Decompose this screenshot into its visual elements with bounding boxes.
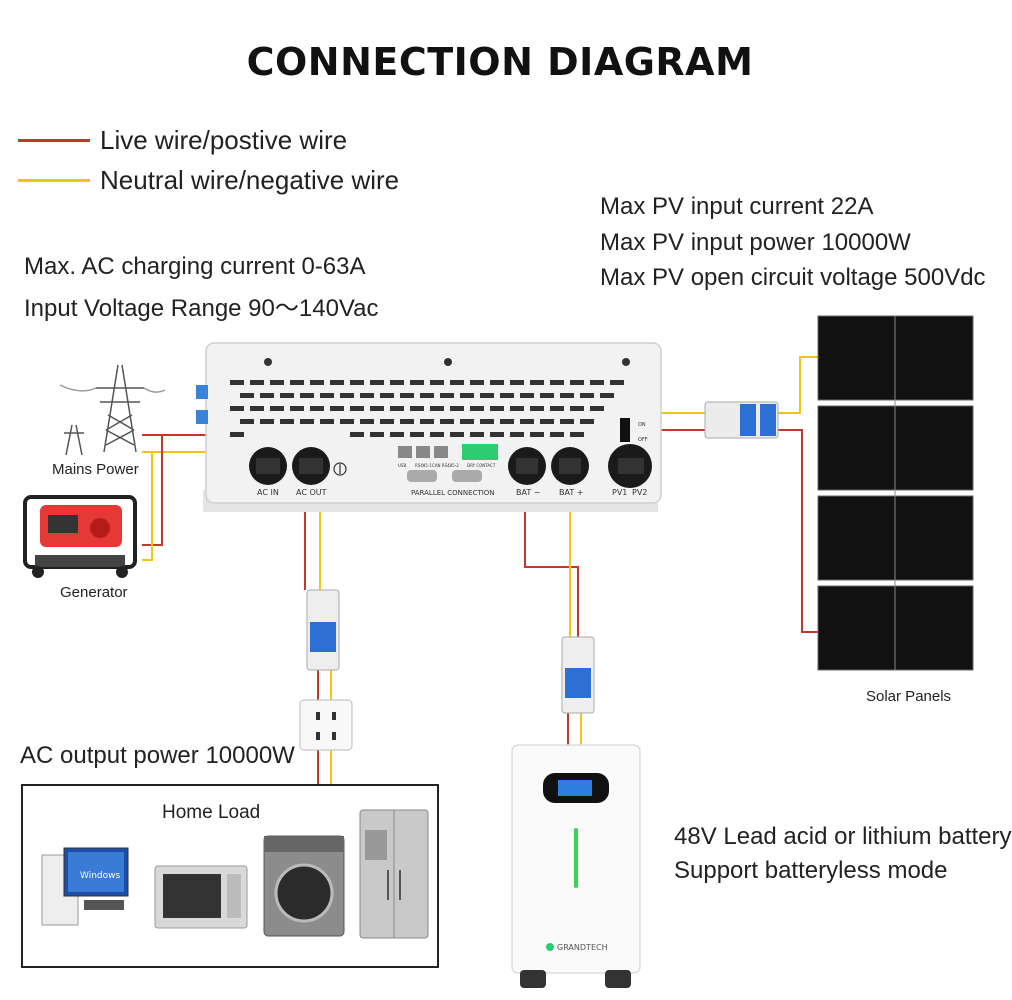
pv-switch-off: OFF (638, 437, 648, 443)
comm-port-can: CAN RS485-2 (432, 463, 459, 468)
wire-gen-neutral (142, 451, 153, 561)
home-load-label: Home Load (162, 802, 261, 823)
legend-neutral: Neutral wire/negative wire (18, 158, 399, 202)
inverter-vents (230, 380, 624, 437)
ac-spec-voltage: Input Voltage Range 90～140Vac (24, 295, 379, 322)
microwave-icon (154, 865, 248, 929)
parallel-connection-label: PARALLEL CONNECTION (411, 489, 495, 497)
ac-breaker-icon (306, 589, 340, 671)
ground-icon (333, 462, 347, 476)
legend-neutral-label: Neutral wire/negative wire (100, 164, 400, 195)
pv-switch: ON OFF (620, 418, 648, 443)
battery-logo-icon (546, 943, 554, 951)
battery-brand: GRANDTECH (557, 943, 608, 952)
solar-panels (817, 315, 974, 671)
generator-icon (23, 495, 137, 578)
pv-spec-current: Max PV input current 22A (600, 193, 874, 220)
port-bat-neg: BAT − (508, 447, 546, 497)
battery-text-line1: 48V Lead acid or lithium battery (674, 823, 1012, 850)
label-bat-pos: BAT + (559, 488, 583, 497)
battery-text-line2: Support batteryless mode (674, 857, 948, 884)
wire-pv-panel-2 (778, 429, 818, 633)
wire-bat-neg (524, 470, 579, 637)
label-ac-out: AC OUT (296, 488, 327, 497)
port-bat-pos: BAT + (551, 447, 589, 497)
generator-label: Generator (60, 584, 128, 601)
port-ac-out: AC OUT (292, 447, 330, 497)
computer-icon: Windows (41, 847, 129, 926)
refrigerator-icon (359, 809, 429, 939)
legend-live: Live wire/postive wire (18, 122, 399, 158)
washing-machine-icon (263, 835, 345, 937)
legend: Live wire/postive wire Neutral wire/nega… (18, 122, 399, 202)
comm-port-usb: USB (398, 463, 406, 468)
transmission-tower-icon (59, 364, 166, 456)
pv-spec-power: Max PV input power 10000W (600, 229, 911, 256)
port-ac-in: AC IN (249, 447, 287, 497)
pv-spec-voltage: Max PV open circuit voltage 500Vdc (600, 264, 986, 291)
label-ac-in: AC IN (257, 488, 279, 497)
inverter: AC IN AC OUT USB RS485-1 CAN RS485-2 DRY… (196, 342, 662, 512)
comm-port-rs485-1: RS485-1 (415, 463, 432, 468)
battery-breaker-icon (561, 636, 595, 714)
wire-pv-panel-1 (778, 356, 818, 414)
solar-label: Solar Panels (866, 688, 951, 705)
diagram-title: CONNECTION DIAGRAM (246, 40, 754, 84)
legend-live-swatch (18, 138, 90, 142)
comm-ports (398, 444, 498, 482)
port-pv: PV1 PV2 (608, 444, 652, 497)
computer-screen-text: Windows (80, 871, 120, 881)
legend-live-label: Live wire/postive wire (100, 124, 348, 155)
label-bat-neg: BAT − (516, 488, 540, 497)
pv-breaker-icon (704, 401, 779, 439)
pv-switch-on: ON (638, 422, 646, 428)
legend-neutral-swatch (18, 178, 90, 182)
ac-spec-charging: Max. AC charging current 0-63A (24, 253, 366, 280)
comm-port-dry: DRY CONTACT (467, 463, 496, 468)
ac-output-label: AC output power 10000W (20, 742, 295, 769)
label-pv2: PV2 (632, 488, 647, 497)
mains-label: Mains Power (52, 461, 139, 478)
wall-socket-icon (299, 699, 353, 751)
battery-unit: GRANDTECH (511, 744, 641, 988)
label-pv1: PV1 (612, 488, 627, 497)
